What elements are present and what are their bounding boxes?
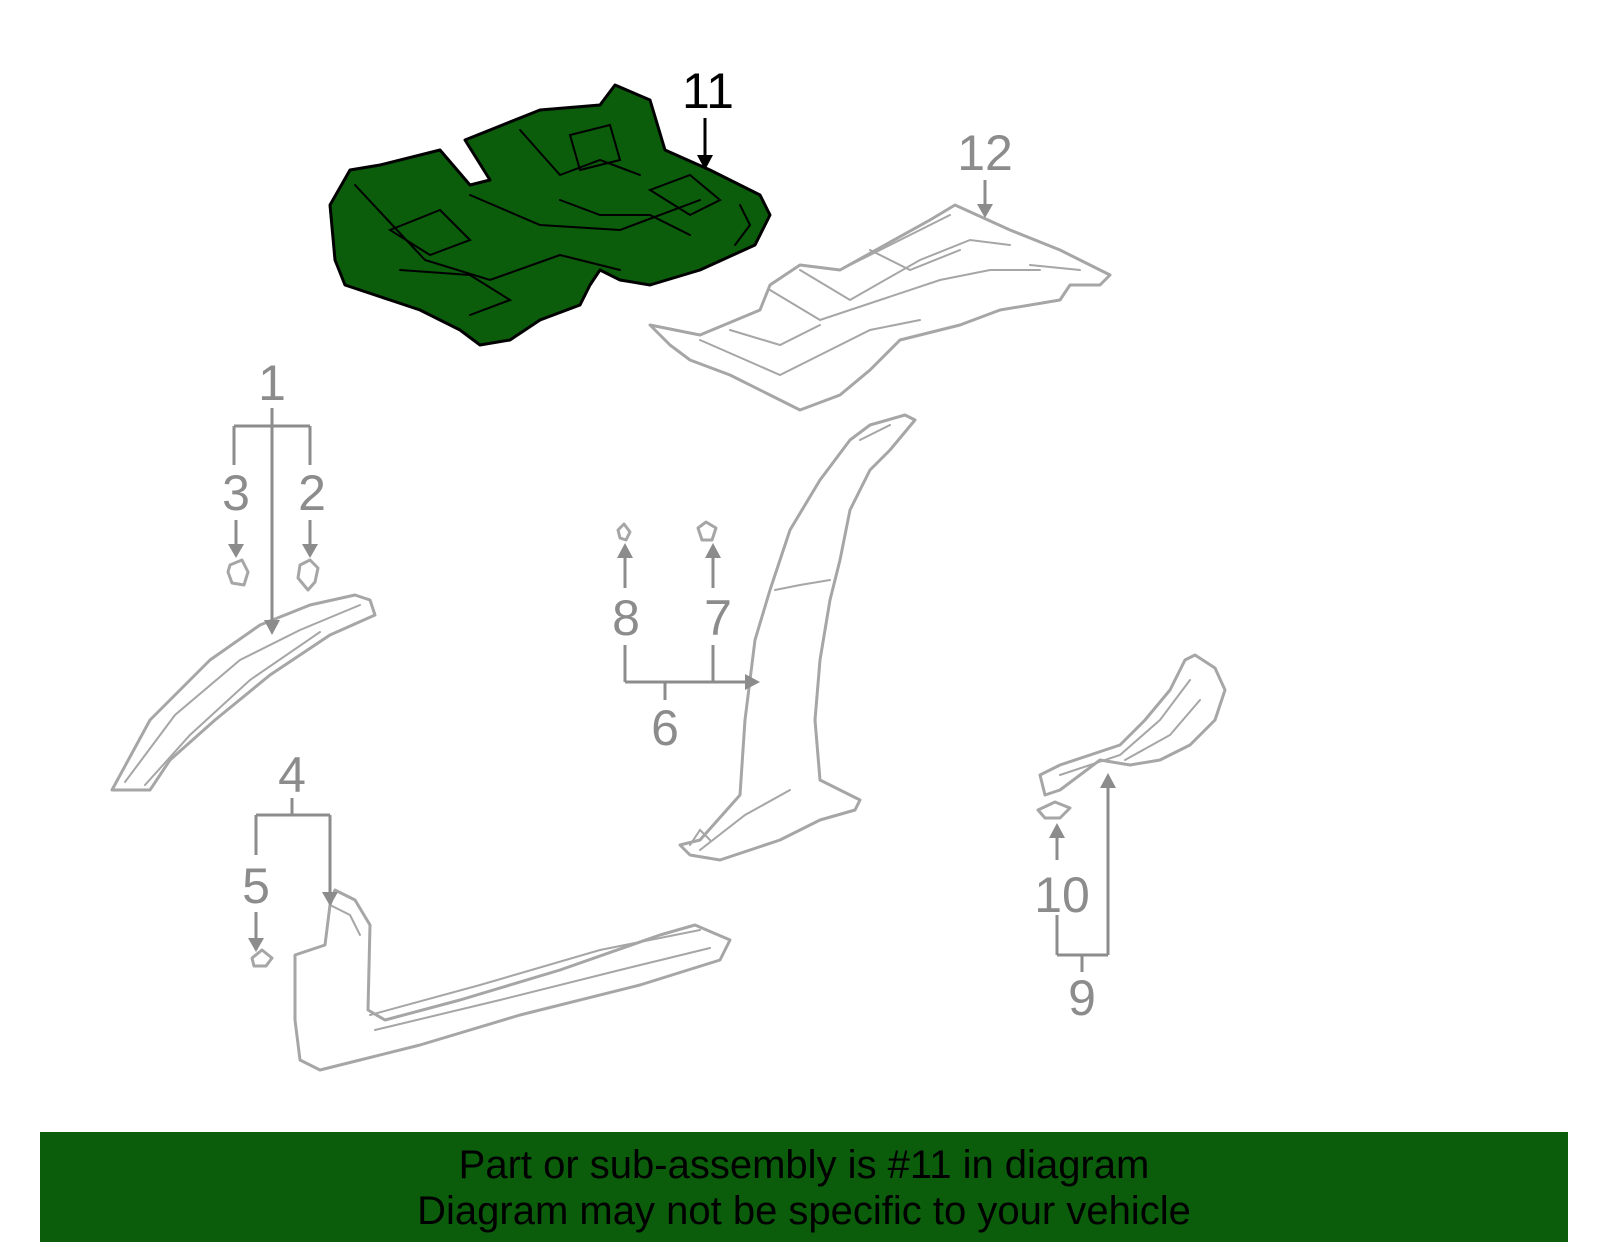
part-3-clip[interactable] — [226, 558, 250, 587]
part-8-clip[interactable] — [616, 522, 632, 542]
callout-4: 4 — [278, 747, 306, 803]
callout-8: 8 — [612, 590, 640, 646]
leader-lines — [228, 118, 1116, 972]
part-12-floor-panel[interactable] — [648, 203, 1112, 412]
parts-diagram: 1 2 3 4 5 6 7 8 9 10 11 12 — [110, 63, 1227, 1072]
callout-labels: 1 2 3 4 5 6 7 8 9 10 11 12 — [222, 63, 1096, 1026]
callout-2: 2 — [298, 465, 326, 521]
part-9-quarter-trim[interactable] — [1038, 653, 1227, 797]
callout-5: 5 — [242, 858, 270, 914]
part-10-clip[interactable] — [1036, 800, 1072, 820]
part-4-sill-plate[interactable] — [293, 888, 732, 1072]
callout-9: 9 — [1068, 970, 1096, 1026]
part-11-carpet[interactable] — [328, 83, 772, 347]
callout-3: 3 — [222, 465, 250, 521]
callout-1: 1 — [258, 355, 286, 411]
callout-6: 6 — [651, 700, 679, 756]
part-5-clip[interactable] — [250, 948, 274, 968]
callout-7: 7 — [704, 590, 732, 646]
part-1-pillar-trim[interactable] — [110, 593, 377, 792]
part-7-clip[interactable] — [696, 520, 718, 542]
callout-12: 12 — [957, 125, 1013, 181]
part-2-clip[interactable] — [296, 558, 320, 592]
banner-line-1: Part or sub-assembly is #11 in diagram — [458, 1143, 1150, 1187]
banner-line-2: Diagram may not be specific to your vehi… — [417, 1189, 1191, 1233]
callout-11: 11 — [682, 63, 734, 119]
part-6-center-pillar-trim[interactable] — [678, 413, 917, 862]
info-banner: Part or sub-assembly is #11 in diagram D… — [40, 1132, 1568, 1242]
callout-10: 10 — [1034, 867, 1090, 923]
